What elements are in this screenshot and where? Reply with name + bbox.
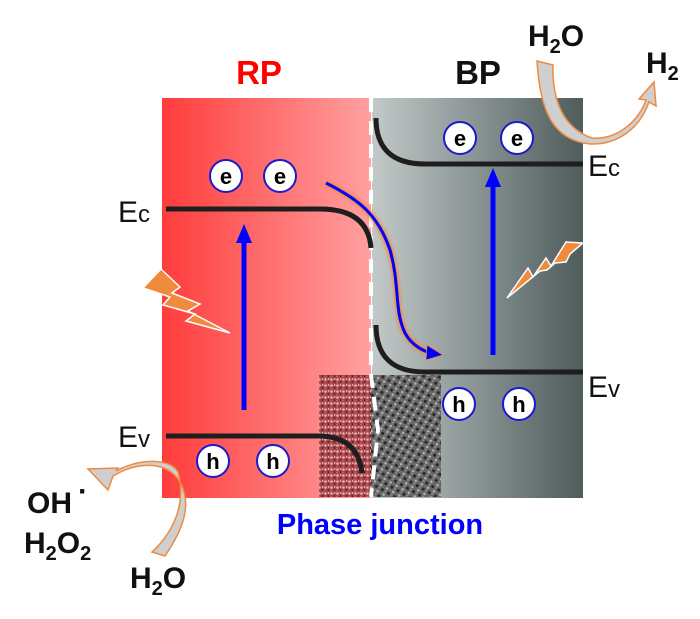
h2o-reactant-bottom: H2O (130, 562, 186, 600)
bp-hole-ring (442, 387, 476, 421)
bp-hrtem-inset (371, 375, 441, 497)
bp-hole: h (442, 387, 476, 421)
bp-electron-ring (500, 121, 534, 155)
rp-hole-ring (196, 444, 230, 478)
rp-hole-symbol: h (206, 449, 219, 474)
bp-electron-symbol: e (454, 126, 466, 151)
electron-transfer-arrow (324, 180, 444, 361)
rp-hole-symbol: h (266, 449, 279, 474)
reduction-reaction-arrow (536, 60, 657, 145)
bp-conduction-band (373, 117, 583, 167)
rp-hole-ring (256, 444, 290, 478)
h2o2-product: H2O2 (24, 527, 91, 565)
rp-ev-label: Ev (118, 421, 150, 454)
bp-ec-label: Ec (588, 150, 620, 183)
h2o-reactant-top: H2O (528, 20, 584, 58)
rp-electron-symbol: e (274, 164, 286, 189)
rp-conduction-band (166, 206, 374, 249)
charge-carriers: e e e e h h h h (196, 121, 536, 478)
rp-hole: h (256, 444, 290, 478)
rp-valence-band (166, 433, 365, 474)
light-bolt-icon (506, 241, 585, 299)
rp-electron: e (209, 159, 243, 193)
rp-electron: e (263, 159, 297, 193)
rp-phase-label: RP (236, 54, 282, 91)
bp-hole-symbol: h (452, 392, 465, 417)
bp-hole: h (502, 387, 536, 421)
oh-radical-product: OH· (27, 475, 88, 520)
phase-junction-label: Phase junction (277, 509, 483, 541)
bp-ev-label: Ev (588, 371, 620, 404)
bp-excitation-arrow (485, 168, 501, 355)
rp-electron-ring (209, 159, 243, 193)
bp-phase-label: BP (455, 54, 501, 91)
bp-hole-ring (502, 387, 536, 421)
rp-electron-ring (263, 159, 297, 193)
bp-electron-ring (443, 121, 477, 155)
rp-electron-symbol: e (220, 164, 232, 189)
bp-electron-symbol: e (511, 126, 523, 151)
bp-electron: e (500, 121, 534, 155)
rp-ec-label: Ec (118, 196, 150, 229)
bp-valence-band (373, 324, 583, 375)
h2-product: H2 (646, 47, 679, 85)
oxidation-reaction-arrow (86, 460, 187, 557)
light-bolt-icon (141, 267, 231, 334)
rp-hole: h (196, 444, 230, 478)
bp-electron: e (443, 121, 477, 155)
rp-excitation-arrow (236, 224, 252, 410)
bp-hole-symbol: h (512, 392, 525, 417)
